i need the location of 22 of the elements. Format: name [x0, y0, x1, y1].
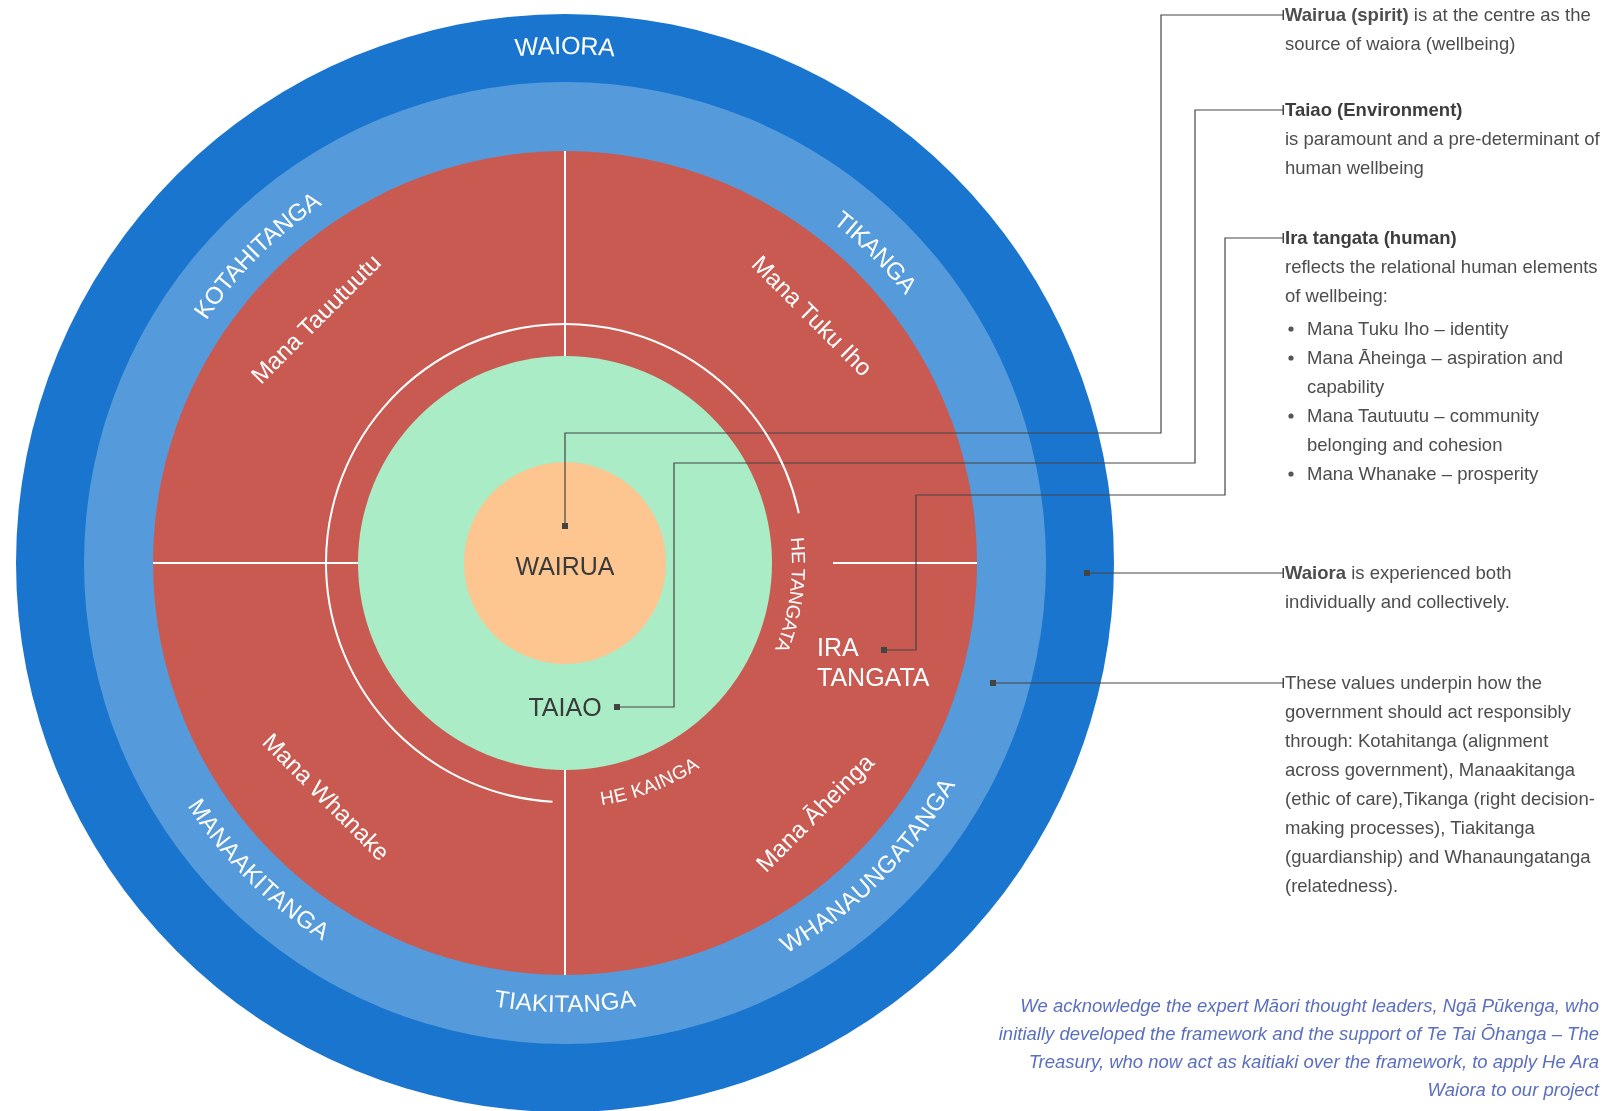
callout-text: These values underpin how the government should act responsibly through: Kotahitanga (alignment across government), Manaakitanga (ethic of care),Tikanga (right decision-making processes), Tiakitanga (guardianship) and Whanaungatanga (relatedness). [1285, 668, 1607, 900]
disk-label: WAIRUA [515, 551, 615, 581]
bullet-item: Mana Tuku Iho – identity [1285, 314, 1607, 343]
callout-text: reflects the relational human elements of wellbeing: [1285, 255, 1599, 308]
callout-text: is paramount and a pre-determinant of human wellbeing [1285, 127, 1601, 180]
callout-heading: Taiao (Environment) [1285, 98, 1464, 122]
bullet-item: Mana Whanake – prosperity [1285, 459, 1607, 488]
leader-line [990, 678, 1284, 688]
ring-label: TIAKITANGA [492, 984, 638, 1017]
leader-line [562, 10, 1284, 529]
bullet-item: Mana Tautuutu – community belonging and cohesion [1285, 401, 1607, 459]
callout-heading: Ira tangata (human) [1285, 226, 1458, 250]
callout-text: Waiora is experienced both individually and collectively. [1285, 558, 1607, 616]
ring-label: WAIORA [513, 30, 617, 62]
bullet-item: Mana Āheinga – aspiration and capability [1285, 343, 1607, 401]
callout-text: Wairua (spirit) is at the centre as the source of waiora (wellbeing) [1285, 0, 1607, 58]
leader-line [881, 233, 1284, 653]
disk-label: TAIAO [528, 692, 602, 722]
caption-text: We acknowledge the expert Māori thought leaders, Ngā Pūkenga, who initially developed the framework and the support of Te Tai Ōhanga – The Treasury, who now act as kaitiaki over the framework, to apply He Ara Waiora to our project [997, 994, 1599, 1102]
section-label: IRA TANGATA [817, 632, 931, 692]
leader-line [614, 105, 1284, 710]
leader-line [1084, 568, 1284, 578]
